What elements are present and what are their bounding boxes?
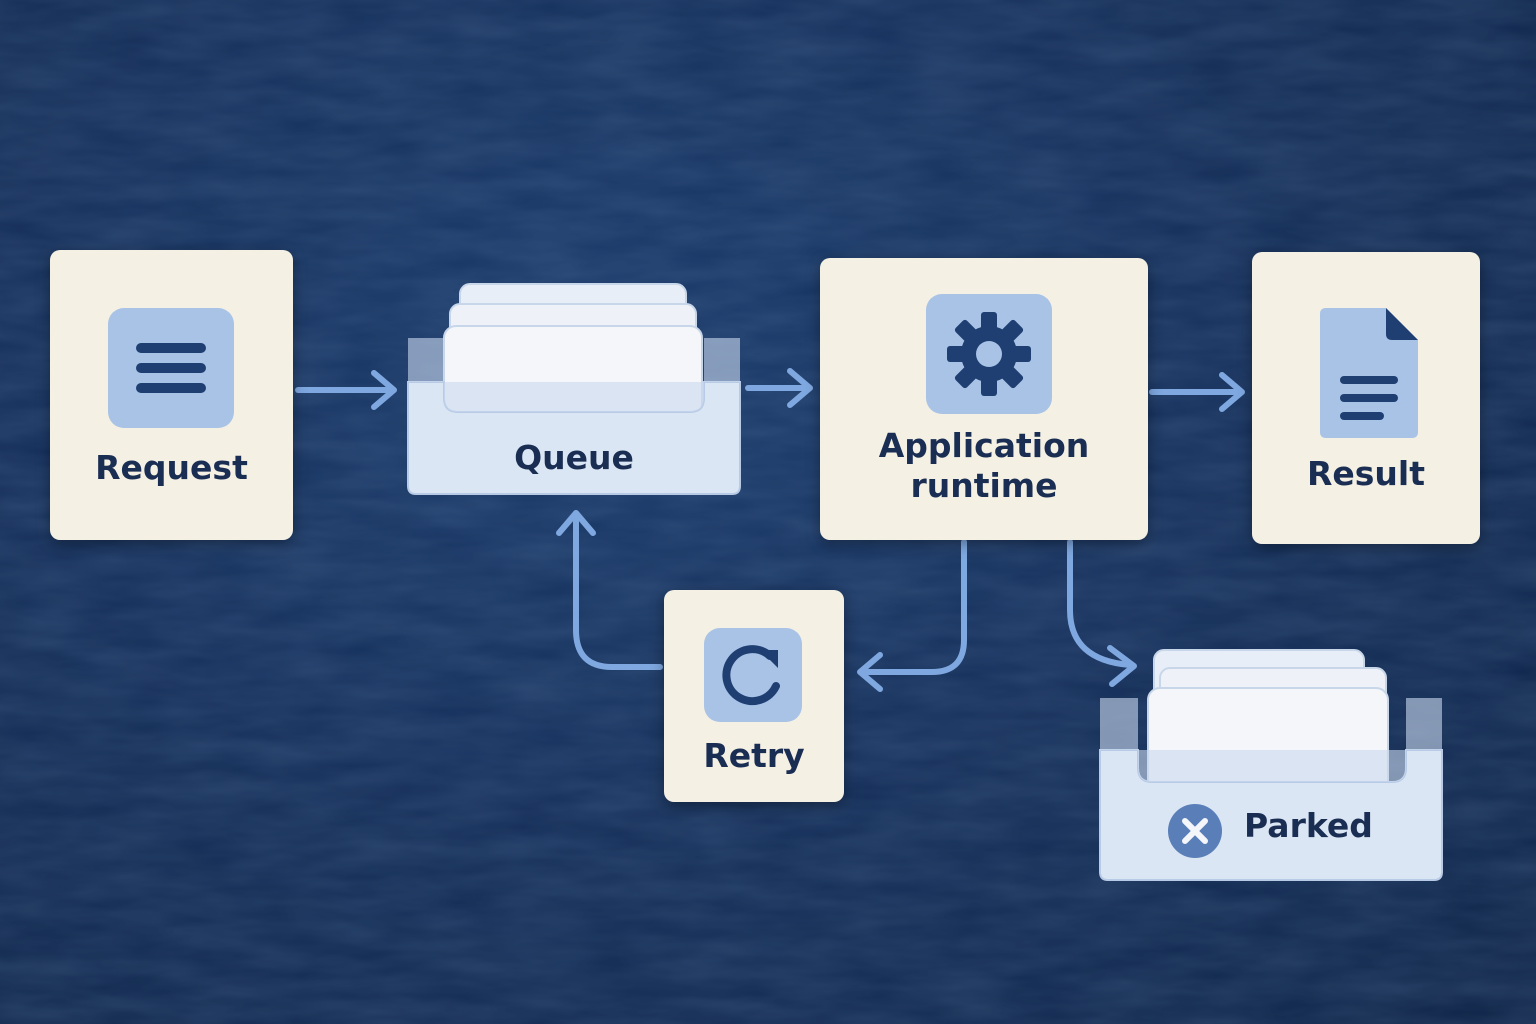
request-label: Request (95, 448, 248, 487)
refresh-icon (704, 628, 802, 722)
result-label: Result (1306, 454, 1425, 493)
arrow-retry-to-queue (573, 512, 663, 670)
parked-node: Parked (1096, 646, 1446, 882)
queue-node: Queue (404, 278, 744, 496)
request-node: Request (50, 250, 293, 540)
parked-label: Parked (1244, 806, 1373, 845)
document-icon (1314, 304, 1422, 442)
runtime-label-line2: runtime (910, 466, 1058, 505)
arrow-runtime-to-parked (1067, 539, 1133, 668)
result-node: Result (1252, 252, 1480, 544)
close-circle-icon (1166, 802, 1224, 860)
retry-label: Retry (703, 736, 805, 775)
runtime-node: Application runtime (820, 258, 1148, 540)
runtime-label-line1: Application (878, 426, 1090, 465)
retry-node: Retry (664, 590, 844, 802)
lines-icon (108, 308, 234, 428)
gear-icon (926, 294, 1052, 414)
inbox-tray-icon (407, 283, 741, 495)
parked-tray-graphic (1099, 649, 1443, 881)
arrow-runtime-to-retry (859, 539, 967, 675)
queue-label: Queue (514, 438, 634, 477)
